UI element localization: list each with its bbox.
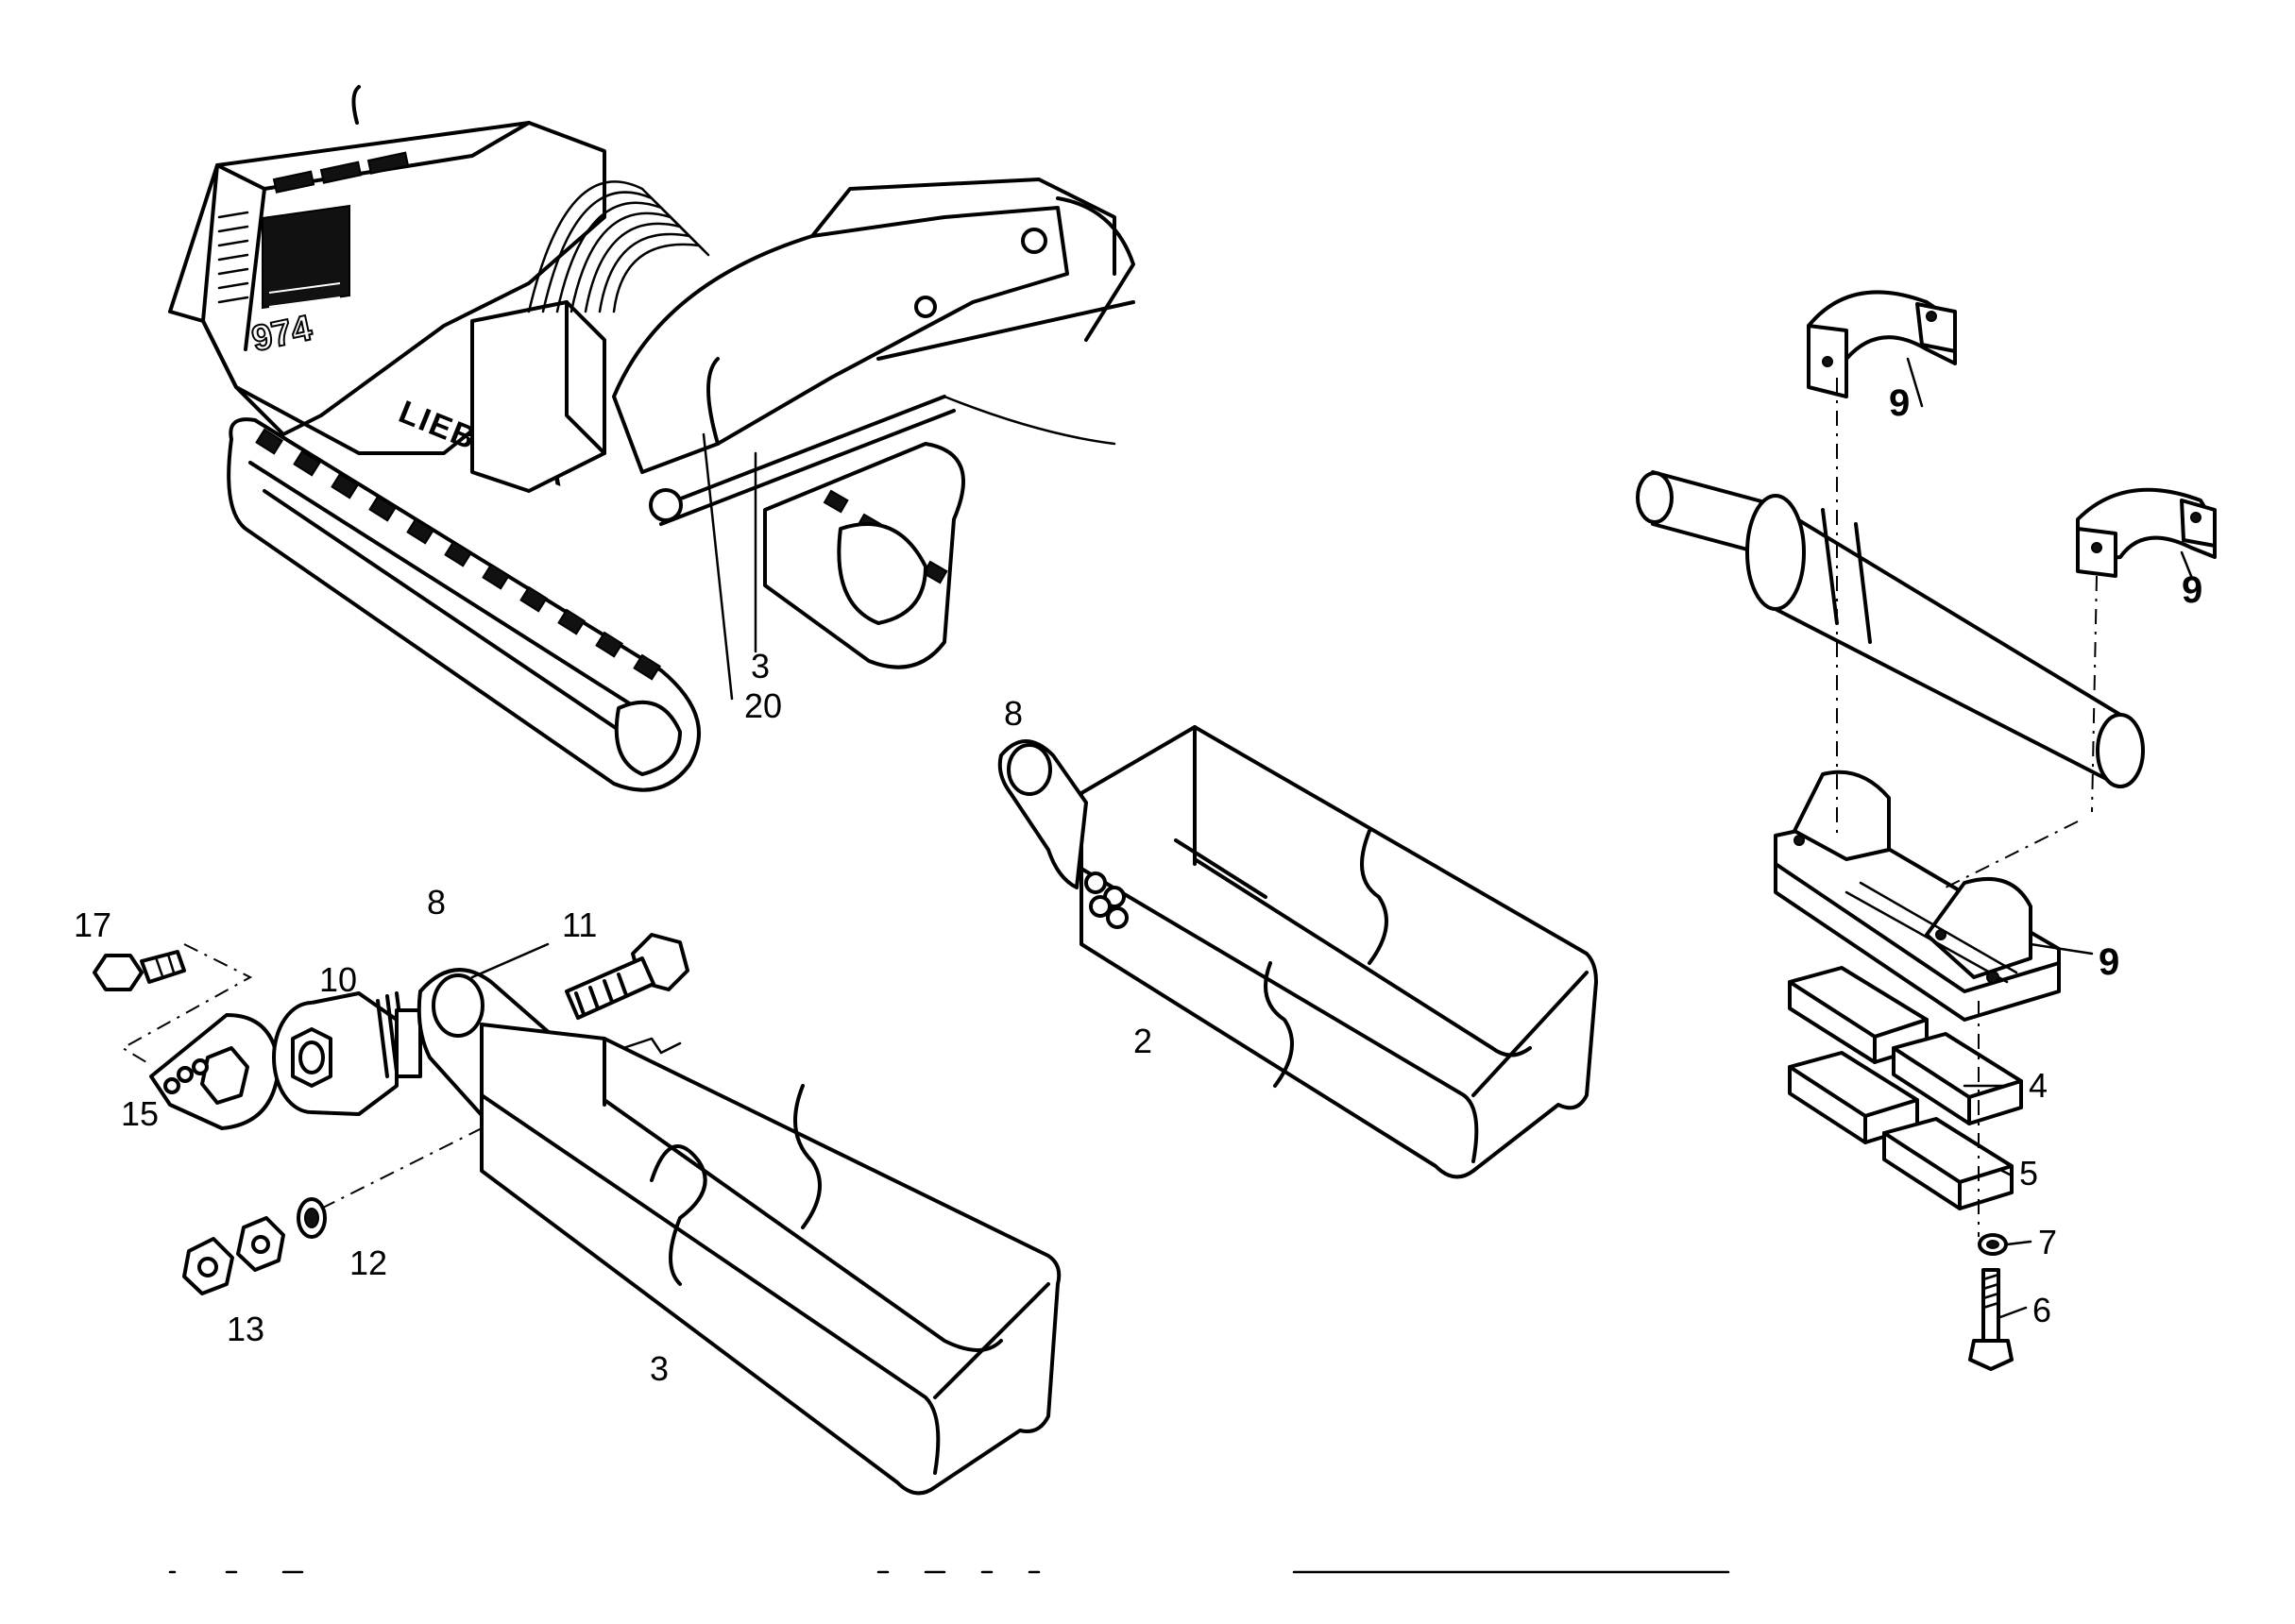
clamp-half-9-b — [2076, 487, 2217, 578]
nut-13 — [182, 1216, 285, 1295]
callout-9-base: 9 — [2099, 941, 2119, 983]
washer-12 — [297, 1197, 327, 1239]
callout-15: 15 — [121, 1094, 159, 1133]
callout-8-lower: 8 — [427, 883, 446, 922]
callout-3-machine: 3 — [751, 647, 770, 685]
excavator-illustration: 974 LIEBHERR — [168, 85, 1135, 792]
pad-5 — [1788, 1051, 2014, 1210]
callout-13: 13 — [227, 1310, 264, 1348]
callout-17: 17 — [74, 905, 111, 944]
callout-3-channel: 3 — [650, 1349, 669, 1388]
callout-10: 10 — [319, 960, 357, 999]
bolt-6 — [1968, 1268, 2014, 1371]
callout-9-top: 9 — [1889, 382, 1910, 424]
cover-channel-2 — [1080, 725, 1598, 1179]
lock-plate-15 — [149, 1013, 280, 1130]
callout-2: 2 — [1133, 1022, 1152, 1060]
callout-6: 6 — [2032, 1291, 2051, 1329]
bolt-11 — [565, 933, 689, 1020]
bolt-17 — [93, 950, 186, 991]
callout-7: 7 — [2038, 1223, 2057, 1261]
cover-channel-3 — [480, 1023, 1062, 1496]
callout-11: 11 — [562, 905, 597, 944]
callout-9-right: 9 — [2182, 569, 2202, 611]
callout-20: 20 — [744, 686, 782, 725]
clamp-base-9 — [1774, 770, 2061, 1022]
bulkhead-fitting-10 — [272, 991, 422, 1116]
leader-lines — [1906, 357, 2193, 1319]
callout-5: 5 — [2019, 1154, 2038, 1193]
pad-4 — [1788, 966, 2023, 1125]
callout-12: 12 — [349, 1243, 387, 1282]
callout-labels: 17 10 8 11 15 12 13 3 3 20 8 2 9 9 9 4 5… — [74, 382, 2202, 1388]
clamp-half-9-a — [1807, 290, 1957, 398]
bracket-8-upper — [997, 739, 1129, 929]
cylinder-clamp-assembly — [1636, 290, 2217, 1371]
callout-8-upper: 8 — [1004, 694, 1023, 733]
washer-7 — [1978, 1233, 2008, 1256]
callout-4: 4 — [2029, 1066, 2048, 1105]
